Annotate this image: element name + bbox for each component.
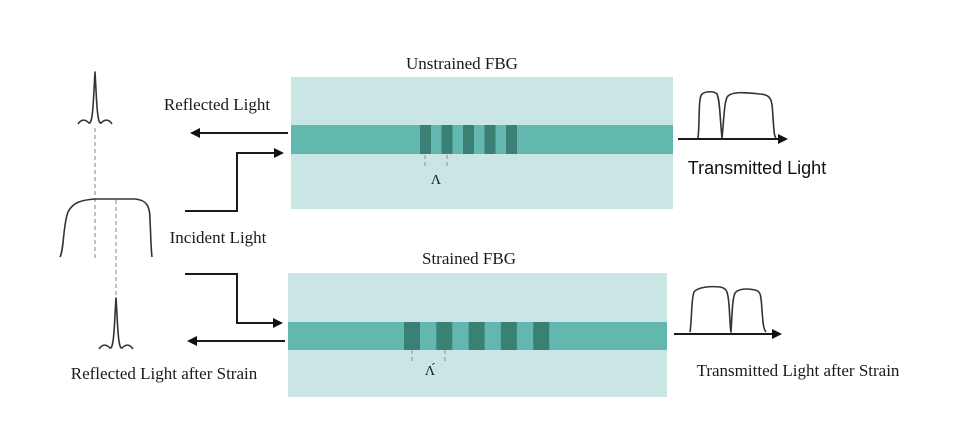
incident-spectrum [59, 198, 153, 258]
unstrained-core [291, 125, 673, 154]
strained-gratings [404, 322, 550, 350]
incident-light-arrow-top [185, 148, 284, 212]
strained-fbg-title: Strained FBG [422, 249, 516, 268]
reflected-light-label: Reflected Light [164, 95, 270, 114]
transmitted-after-strain-label: Transmitted Light after Strain [697, 361, 900, 380]
reflected-spectrum-peak [77, 71, 113, 125]
incident-light-label: Incident Light [170, 228, 267, 247]
strained-grating-bar [436, 322, 453, 350]
period-label: Λ [431, 173, 442, 188]
grating-bar [463, 125, 474, 154]
strained-grating-bar [533, 322, 550, 350]
grating-bar [484, 125, 496, 154]
reflected-after-strain-label: Reflected Light after Strain [71, 364, 258, 383]
reflected-after-strain-spectrum-peak [98, 297, 134, 350]
unstrained-fbg-title: Unstrained FBG [406, 54, 518, 73]
transmitted-after-strain-spectrum [689, 285, 767, 333]
strained-period-label: Λ́ [425, 362, 436, 379]
unstrained-gratings [420, 125, 517, 154]
strained-grating-bar [468, 322, 485, 350]
strained-grating-bar [500, 322, 517, 350]
grating-bar [420, 125, 431, 154]
strained-grating-bar [404, 322, 420, 350]
transmitted-light-label: Transmitted Light [688, 158, 826, 178]
transmitted-spectrum-top [697, 90, 777, 139]
grating-bar [441, 125, 453, 154]
grating-bar [506, 125, 517, 154]
incident-light-arrow-bottom [185, 273, 283, 328]
